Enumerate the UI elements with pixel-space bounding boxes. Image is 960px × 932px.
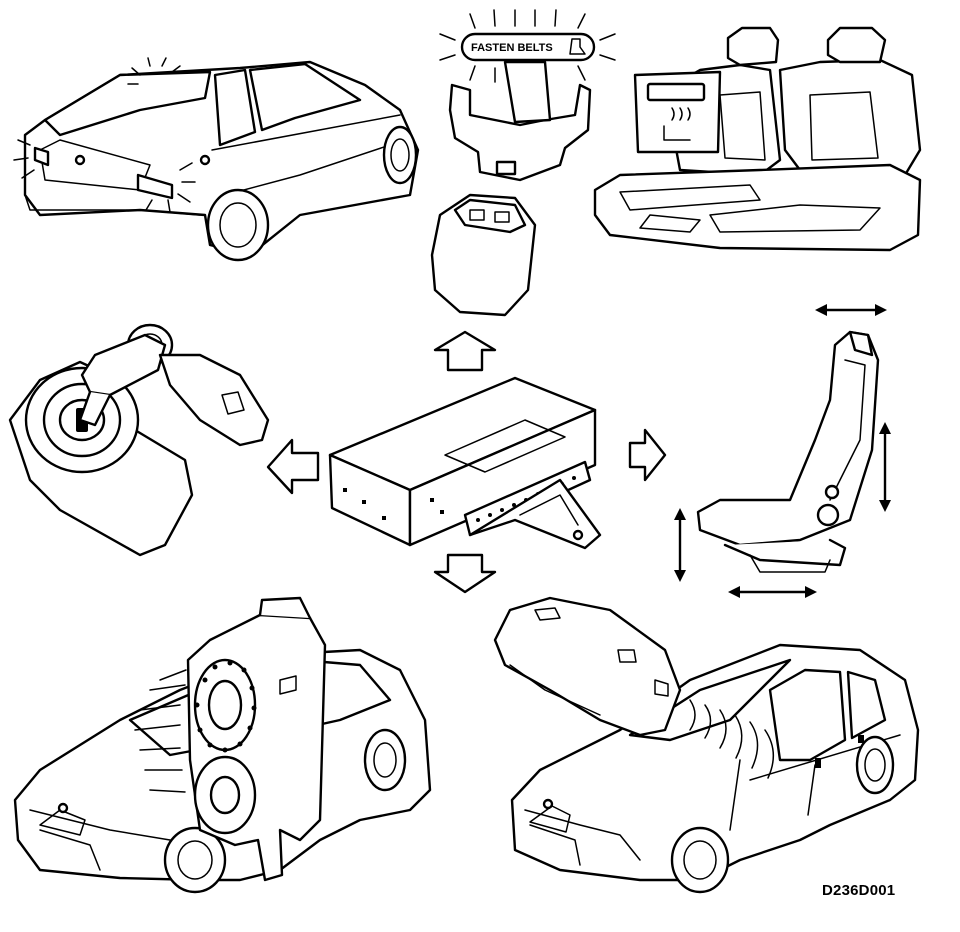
arrow-left [266,438,320,495]
seat-belt-reminder: FASTEN BELTS [430,9,616,317]
arrow-up [433,330,497,372]
belt-tongue [448,83,592,182]
door-window [768,668,847,762]
flashing-light-rays [13,57,196,213]
rear-window [43,70,212,137]
car-interior-sensor [493,596,920,894]
headrest-left [726,26,780,67]
arrow-down [433,553,497,594]
fasten-belts-label: FASTEN BELTS [471,42,553,54]
siren-sound-lines [134,669,187,793]
seat-cushion [593,163,922,252]
rear-seat-heater [593,26,922,252]
ignition-lock-and-key [8,323,270,557]
remote-fob [158,353,270,447]
headrest-right [826,26,887,64]
sensor-waves [689,699,774,779]
mounting-bracket [468,478,602,550]
drawing-code: D236D001 [822,882,896,899]
car-front-alarm-siren [13,596,432,894]
seatbelt-person-icon [569,38,586,55]
control-module [328,376,602,550]
belt-webbing [503,60,552,124]
seat-back-right [778,58,922,177]
power-seat-adjust [674,304,891,598]
arrow-right [628,428,667,482]
interior-motion-sensor [493,596,682,737]
seat-profile [696,330,880,547]
fasten-belts-indicator [460,32,596,62]
seat-headrest [848,330,874,357]
key-head [80,333,167,397]
car-rear-view [13,57,420,262]
recline-knob [816,503,840,527]
adjust-arrows [674,304,891,598]
